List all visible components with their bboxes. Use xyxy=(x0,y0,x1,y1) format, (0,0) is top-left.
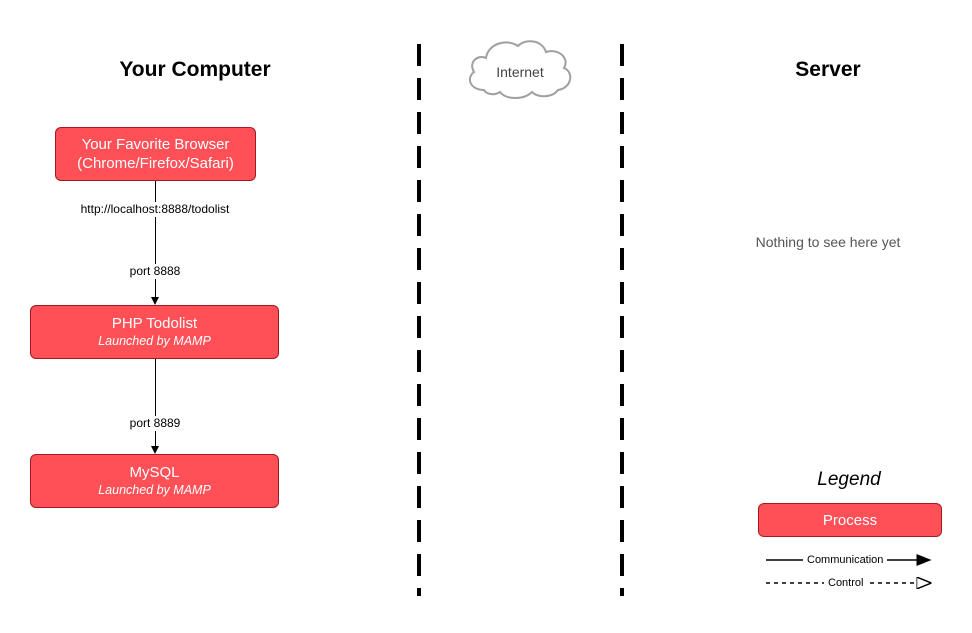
legend-title: Legend xyxy=(817,469,881,490)
php-subtitle: Launched by MAMP xyxy=(98,334,211,348)
legend-process-swatch: Process xyxy=(758,503,942,537)
server-heading: Server xyxy=(795,58,861,81)
server-placeholder-text: Nothing to see here yet xyxy=(755,234,901,250)
arrowhead-to-mysql xyxy=(151,446,159,454)
internet-label: Internet xyxy=(496,64,544,80)
browser-title: Your Favorite Browser xyxy=(81,136,230,153)
network-boundary-left xyxy=(417,44,421,596)
cloud-icon xyxy=(468,40,572,99)
connector-php-mysql xyxy=(155,359,156,446)
browser-process: Your Favorite Browser (Chrome/Firefox/Sa… xyxy=(55,127,256,181)
connector-browser-php xyxy=(155,181,156,297)
legend-control-label: Control xyxy=(824,577,868,590)
php-todolist-process: PHP Todolist Launched by MAMP xyxy=(30,305,279,359)
edge-label-port-8888: port 8888 xyxy=(115,264,195,279)
arrowhead-to-php xyxy=(151,297,159,305)
legend-process-label: Process xyxy=(822,511,878,529)
your-computer-heading: Your Computer xyxy=(119,58,271,81)
network-boundary-right xyxy=(620,44,624,596)
edge-label-port-8889: port 8889 xyxy=(115,416,195,431)
browser-subtitle: (Chrome/Firefox/Safari) xyxy=(77,155,234,172)
edge-label-url: http://localhost:8888/todolist xyxy=(57,202,253,217)
mysql-process: MySQL Launched by MAMP xyxy=(30,454,279,508)
mysql-subtitle: Launched by MAMP xyxy=(98,483,211,497)
mysql-title: MySQL xyxy=(129,464,180,481)
php-title: PHP Todolist xyxy=(111,315,198,332)
legend-communication-label: Communication xyxy=(803,554,888,567)
internet-cloud: Internet xyxy=(462,36,578,102)
